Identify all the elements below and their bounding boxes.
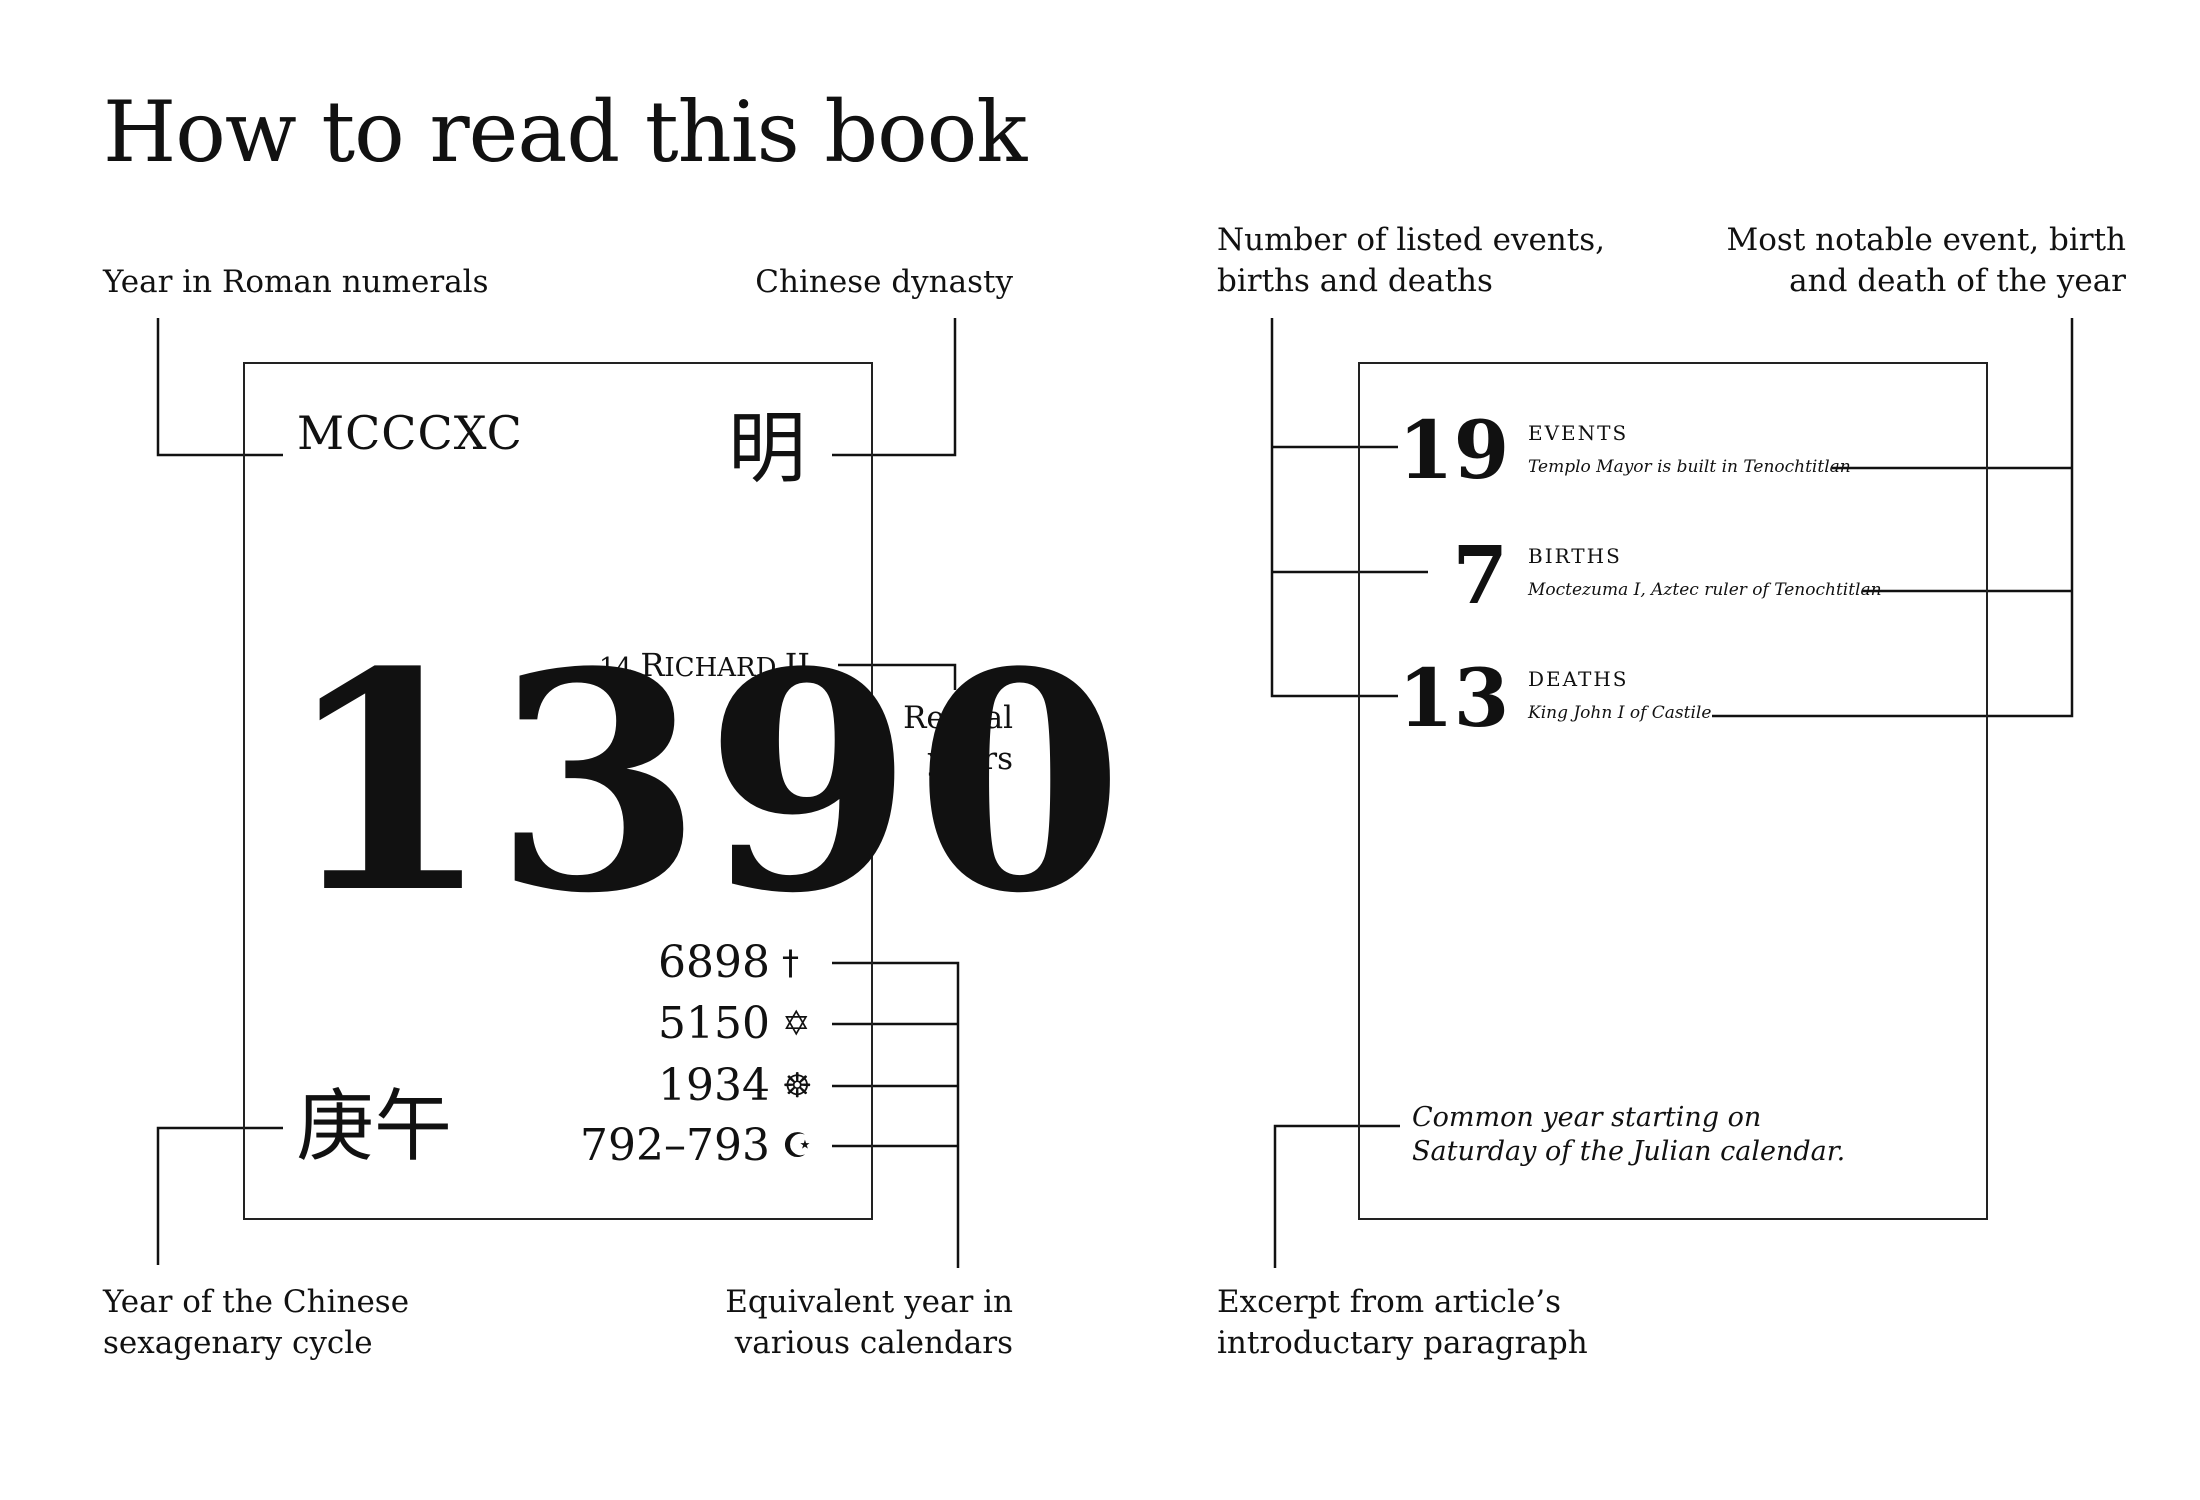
- annotation-roman: Year in Roman numerals: [103, 264, 489, 300]
- regnal-connector: [838, 663, 957, 690]
- annotation-counts-line-2: births and deaths: [1217, 263, 1493, 299]
- regnal-initial: R: [640, 646, 665, 684]
- dynasty-connector: [832, 318, 957, 457]
- calendar-value-3: 1934: [658, 1060, 770, 1111]
- dynasty-glyph: 明: [728, 404, 807, 494]
- intro-excerpt-line-2: Saturday of the Julian calendar.: [1412, 1136, 1846, 1167]
- annotation-regnal: Regnal years: [903, 698, 1013, 780]
- annotation-notable: Most notable event, birth and death of t…: [1727, 220, 2127, 302]
- year-card: [243, 362, 873, 1220]
- events-label: EVENTS: [1528, 421, 1629, 445]
- cross-icon: †: [782, 943, 799, 983]
- deaths-label: DEATHS: [1528, 667, 1629, 691]
- calendar-value-1: 6898: [658, 937, 770, 988]
- births-label: BIRTHS: [1528, 544, 1622, 568]
- events-count: 19: [1398, 403, 1510, 497]
- roman-connector: [156, 318, 283, 457]
- regnal-numeral: II: [784, 646, 810, 684]
- calendar-value-2: 5150: [658, 998, 770, 1049]
- annotation-calendars-line-1: Equivalent year in: [725, 1284, 1013, 1320]
- roman-numeral-year: MCCCXC: [297, 406, 523, 460]
- annotation-counts: Number of listed events, births and deat…: [1217, 220, 1605, 302]
- intro-excerpt-line-1: Common year starting on: [1412, 1102, 1762, 1133]
- regnal-name: ICHARD: [664, 653, 777, 683]
- counts-connector: [1270, 318, 1398, 698]
- sexagenary-glyphs: 庚午: [296, 1082, 453, 1172]
- annotation-excerpt: Excerpt from article’s introductary para…: [1217, 1282, 1588, 1364]
- deaths-note: King John I of Castile: [1528, 703, 1712, 723]
- annotation-sexagenary: Year of the Chinese sexagenary cycle: [103, 1282, 409, 1364]
- intro-excerpt: Common year starting on Saturday of the …: [1412, 1101, 1845, 1169]
- dharma-wheel-icon: ☸: [782, 1066, 813, 1106]
- notable-connector: [1712, 318, 2074, 718]
- annotation-counts-line-1: Number of listed events,: [1217, 222, 1605, 258]
- summary-card: [1358, 362, 1988, 1220]
- annotation-excerpt-line-1: Excerpt from article’s: [1217, 1284, 1562, 1320]
- calendars-connector: [832, 961, 960, 1268]
- star-of-david-icon: ✡: [782, 1004, 811, 1044]
- crescent-icon: ☪: [782, 1126, 813, 1166]
- page-title: How to read this book: [103, 83, 1027, 181]
- events-note: Templo Mayor is built in Tenochtitlan: [1528, 457, 1851, 477]
- annotation-notable-line-2: and death of the year: [1789, 263, 2126, 299]
- deaths-count: 13: [1398, 651, 1510, 745]
- annotation-regnal-line-1: Regnal: [903, 700, 1013, 736]
- annotation-regnal-line-2: years: [927, 741, 1013, 777]
- calendar-value-4: 792–793: [580, 1120, 770, 1171]
- births-note: Moctezuma I, Aztec ruler of Tenochtitlan: [1528, 580, 1882, 600]
- births-count: 7: [1452, 528, 1508, 622]
- annotation-calendars: Equivalent year in various calendars: [725, 1282, 1013, 1364]
- annotation-dynasty: Chinese dynasty: [755, 264, 1013, 300]
- regnal-number: 14: [598, 653, 633, 683]
- annotation-sexagenary-line-1: Year of the Chinese: [103, 1284, 410, 1320]
- annotation-excerpt-line-2: introductary paragraph: [1217, 1325, 1588, 1361]
- annotation-sexagenary-line-2: sexagenary cycle: [103, 1325, 373, 1361]
- annotation-calendars-line-2: various calendars: [734, 1325, 1013, 1361]
- regnal-year: 14 RICHARD II: [599, 648, 810, 685]
- annotation-notable-line-1: Most notable event, birth: [1726, 222, 2127, 258]
- sexagenary-connector: [156, 1126, 283, 1265]
- main-year: 1390: [283, 606, 1126, 959]
